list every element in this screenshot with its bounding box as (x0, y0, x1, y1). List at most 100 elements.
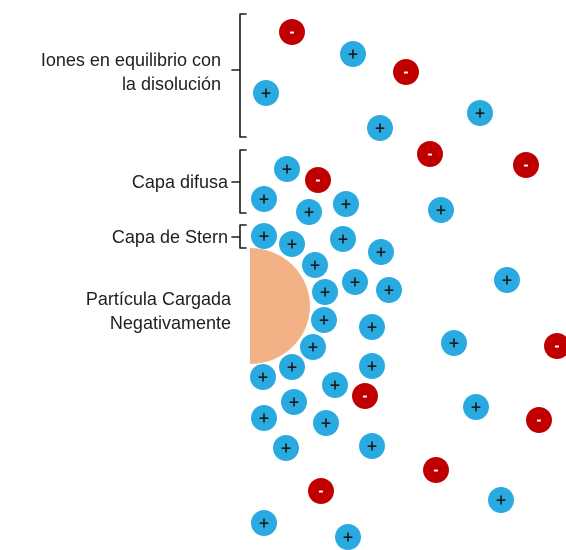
cation-ion: + (251, 510, 277, 536)
cation-ion: + (279, 231, 305, 257)
anion-ion: - (417, 141, 443, 167)
plus-sign-icon: + (318, 313, 330, 329)
plus-sign-icon: + (260, 86, 272, 102)
cation-ion: + (251, 405, 277, 431)
cation-ion: + (340, 41, 366, 67)
label-particle-line1: Partícula Cargada (85, 289, 231, 309)
cation-ion: + (251, 223, 277, 249)
plus-sign-icon: + (329, 378, 341, 394)
plus-sign-icon: + (286, 360, 298, 376)
anion-circle (352, 383, 378, 409)
anion-ion: - (352, 383, 378, 409)
plus-sign-icon: + (303, 205, 315, 221)
plus-sign-icon: + (337, 232, 349, 248)
anion-ion: - (308, 478, 334, 504)
anion-circle (393, 59, 419, 85)
cation-circle (376, 277, 402, 303)
cation-circle (279, 354, 305, 380)
plus-sign-icon: + (375, 245, 387, 261)
plus-sign-icon: + (366, 359, 378, 375)
bracket-ions-equilibrium (231, 13, 247, 138)
plus-sign-icon: + (320, 416, 332, 432)
plus-sign-icon: + (366, 320, 378, 336)
anion-circle (308, 478, 334, 504)
cation-ion: + (279, 354, 305, 380)
cation-circle (251, 186, 277, 212)
cation-ion: + (312, 279, 338, 305)
cation-ion: + (467, 100, 493, 126)
cation-circle (359, 433, 385, 459)
anion-ion: - (393, 59, 419, 85)
anion-ion: - (423, 457, 449, 483)
anion-circle (513, 152, 539, 178)
cation-circle (251, 223, 277, 249)
cation-circle (359, 353, 385, 379)
label-particle: Partícula Cargada Negativamente (86, 287, 231, 335)
cation-circle (488, 487, 514, 513)
cation-circle (313, 410, 339, 436)
cation-circle (251, 510, 277, 536)
cation-ion: + (441, 330, 467, 356)
cation-circle (312, 279, 338, 305)
cation-circle (302, 252, 328, 278)
cation-ion: + (359, 314, 385, 340)
cation-ion: + (274, 156, 300, 182)
negatively-charged-particle (250, 248, 310, 364)
cation-circle (342, 269, 368, 295)
anion-ion: - (279, 19, 305, 45)
plus-sign-icon: + (342, 530, 354, 546)
cation-circle (494, 267, 520, 293)
plus-sign-icon: + (309, 258, 321, 274)
cation-circle (296, 199, 322, 225)
cation-ion: + (311, 307, 337, 333)
plus-sign-icon: + (288, 395, 300, 411)
cation-ion: + (296, 199, 322, 225)
minus-sign-icon: - (554, 340, 559, 355)
plus-sign-icon: + (349, 275, 361, 291)
plus-sign-icon: + (470, 400, 482, 416)
cation-ion: + (253, 80, 279, 106)
cation-circle (367, 115, 393, 141)
minus-sign-icon: - (289, 26, 294, 41)
cation-ion: + (335, 524, 361, 550)
cation-circle (279, 231, 305, 257)
plus-sign-icon: + (319, 285, 331, 301)
cation-circle (463, 394, 489, 420)
cation-circle (322, 372, 348, 398)
anion-ion: - (513, 152, 539, 178)
bracket-diffuse-layer (231, 149, 247, 214)
anion-ion: - (305, 167, 331, 193)
cation-ion: + (342, 269, 368, 295)
plus-sign-icon: + (286, 237, 298, 253)
cation-ion: + (376, 277, 402, 303)
anion-circle (423, 457, 449, 483)
cation-ion: + (273, 435, 299, 461)
cation-ion: + (300, 334, 326, 360)
plus-sign-icon: + (340, 197, 352, 213)
cation-circle (333, 191, 359, 217)
cation-ion: + (322, 372, 348, 398)
plus-sign-icon: + (281, 162, 293, 178)
plus-sign-icon: + (347, 47, 359, 63)
cation-ion: + (368, 239, 394, 265)
minus-sign-icon: - (523, 159, 528, 174)
plus-sign-icon: + (501, 273, 513, 289)
cation-ion: + (250, 364, 276, 390)
minus-sign-icon: - (362, 390, 367, 405)
plus-sign-icon: + (435, 203, 447, 219)
label-stern-layer: Capa de Stern (111, 227, 228, 247)
cation-ion: + (463, 394, 489, 420)
cation-circle (467, 100, 493, 126)
plus-sign-icon: + (374, 121, 386, 137)
cation-circle (340, 41, 366, 67)
cation-circle (250, 364, 276, 390)
minus-sign-icon: - (318, 485, 323, 500)
plus-sign-icon: + (448, 336, 460, 352)
bracket-stern-layer (231, 224, 247, 249)
plus-sign-icon: + (474, 106, 486, 122)
minus-sign-icon: - (433, 464, 438, 479)
plus-sign-icon: + (258, 411, 270, 427)
cation-circle (274, 156, 300, 182)
plus-sign-icon: + (307, 340, 319, 356)
